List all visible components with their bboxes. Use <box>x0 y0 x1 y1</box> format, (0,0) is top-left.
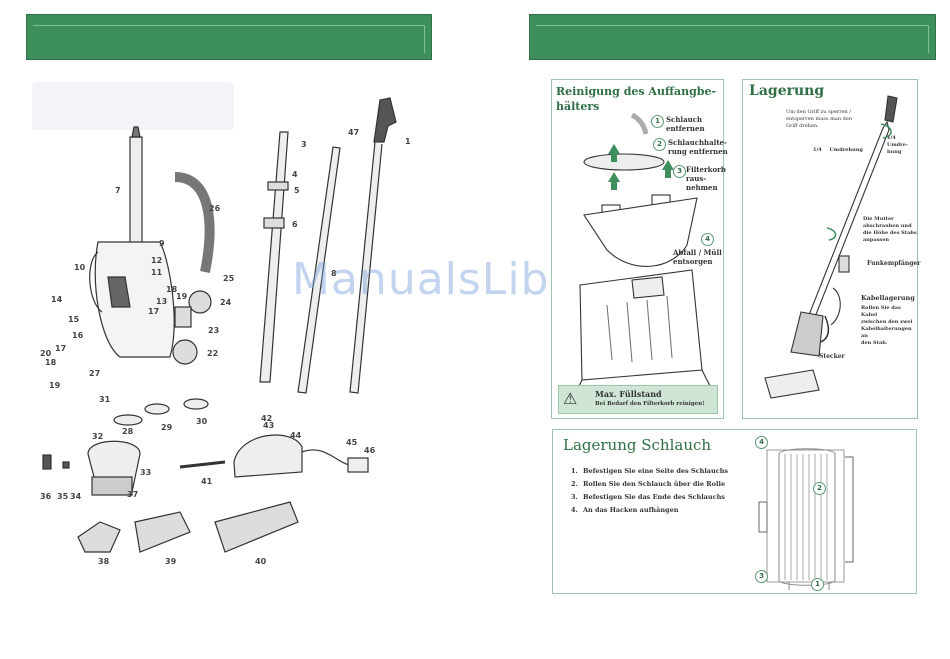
part-label-30: 30 <box>196 417 208 426</box>
part-label-40: 40 <box>255 557 267 566</box>
part-label-47: 47 <box>348 128 360 137</box>
part-label-12: 12 <box>151 256 163 265</box>
part-label-45: 45 <box>346 438 358 447</box>
hose-storage-title: Lagerung Schlauch <box>563 436 712 454</box>
grip-note: Um den Griff zu sperren / entsperren mus… <box>786 109 853 129</box>
quarter-turn-a-fraction: 1/4 <box>813 147 822 153</box>
part-label-37: 37 <box>127 490 139 499</box>
max-fill-warning: ⚠ Max. Füllstand Bei Bedarf den Filterko… <box>558 385 718 414</box>
warning-text: Bei Bedarf den Filterkorb reinigen! <box>595 401 705 407</box>
part-label-46: 46 <box>364 446 376 455</box>
hose-storage-panel: Lagerung Schlauch 1.Befestigen Sie eine … <box>552 429 917 594</box>
part-label-18-a: 18 <box>166 285 178 294</box>
part-label-20: 20 <box>40 349 52 358</box>
part-label-23: 23 <box>208 326 220 335</box>
part-label-29: 29 <box>161 423 173 432</box>
warning-title: Max. Füllstand <box>595 389 662 399</box>
part-label-6: 6 <box>292 220 298 229</box>
hose-steps-list: 1.Befestigen Sie eine Seite des Schlauch… <box>571 465 728 517</box>
cleaning-title: Reinigung des Auffangbe- hälters <box>556 85 717 113</box>
part-label-44: 44 <box>290 431 302 440</box>
hose-marker-3: 3 <box>755 570 768 583</box>
hose-step-2: 2.Rollen Sie den Schlauch über die Rolle <box>571 480 726 488</box>
hose-step-1: 1.Befestigen Sie eine Seite des Schlauch… <box>571 467 729 475</box>
blank-label-area <box>32 82 234 130</box>
part-label-27: 27 <box>89 369 101 378</box>
part-label-34: 34 <box>70 492 82 501</box>
part-label-3: 3 <box>301 140 307 149</box>
part-label-4: 4 <box>292 170 298 179</box>
part-label-41: 41 <box>201 477 213 486</box>
cleaning-panel: Reinigung des Auffangbe- hälters 1 Schla… <box>551 79 728 419</box>
storage-title: Lagerung <box>749 83 825 99</box>
part-label-43: 43 <box>263 421 275 430</box>
step-1-text: Schlauch entfernen <box>666 115 705 133</box>
step-4-marker: 4 <box>701 233 714 246</box>
part-label-8: 8 <box>331 269 337 278</box>
cable-storage-title: Kabellagerung <box>861 294 915 302</box>
plug-label: Stecker <box>819 353 845 360</box>
part-label-18-b: 18 <box>45 358 57 367</box>
part-label-32: 32 <box>92 432 104 441</box>
quarter-turn-a-text: Umdrehung <box>829 147 863 153</box>
part-label-17-b: 17 <box>55 344 67 353</box>
part-label-10: 10 <box>74 263 86 272</box>
left-header-bar <box>26 14 432 60</box>
part-label-39: 39 <box>165 557 177 566</box>
part-label-31: 31 <box>99 395 111 404</box>
part-label-11: 11 <box>151 268 163 277</box>
step-3-text: Filterkorb raus- nehmen <box>686 165 726 192</box>
part-label-26: 26 <box>209 204 221 213</box>
parts-diagram: 1 47 3 4 5 6 8 7 26 25 9 10 12 11 18 19 … <box>30 82 420 572</box>
hose-marker-2: 2 <box>813 482 826 495</box>
hose-marker-1: 1 <box>811 578 824 591</box>
part-label-19-a: 19 <box>176 292 188 301</box>
cable-storage-text: Rollen Sie das Kabel zwischen den zwei K… <box>861 305 913 346</box>
quarter-turn-b-fraction: 1/4 <box>887 135 896 141</box>
quarter-turn-b: 1/4 Umdre- hung <box>887 135 917 156</box>
step-2-marker: 2 <box>653 138 666 151</box>
part-label-38: 38 <box>98 557 110 566</box>
part-label-5: 5 <box>294 186 300 195</box>
step-2-text: Schlauchhalte- rung entfernen <box>668 138 728 156</box>
part-label-15: 15 <box>68 315 80 324</box>
hose-step-3: 3.Befestigen Sie das Ende des Schlauchs <box>571 493 725 501</box>
part-label-19-b: 19 <box>49 381 61 390</box>
part-label-16: 16 <box>72 331 84 340</box>
receiver-label: Funkempfänger <box>867 260 921 267</box>
hose-marker-4: 4 <box>755 436 768 449</box>
part-label-24: 24 <box>220 298 232 307</box>
cleaning-drawing <box>571 112 713 401</box>
part-label-1: 1 <box>405 137 411 146</box>
hose-step-4: 4.An das Hacken aufhängen <box>571 506 679 514</box>
part-label-7: 7 <box>115 186 121 195</box>
exploded-view-drawing <box>42 97 397 553</box>
step-4-text: Abfall / Müll entsorgen <box>673 248 722 266</box>
step-3-marker: 3 <box>673 165 686 178</box>
part-label-22: 22 <box>207 349 219 358</box>
quarter-turn-a: 1/4 Umdrehung <box>813 147 863 153</box>
part-label-25: 25 <box>223 274 235 283</box>
part-label-36: 36 <box>40 492 52 501</box>
part-label-42: 42 <box>261 414 273 423</box>
part-label-9: 9 <box>159 239 165 248</box>
part-label-14: 14 <box>51 295 63 304</box>
part-label-35: 35 <box>57 492 69 501</box>
warning-icon: ⚠ <box>563 389 578 408</box>
part-label-13: 13 <box>156 297 168 306</box>
part-label-17-a: 17 <box>148 307 160 316</box>
step-1-marker: 1 <box>651 115 664 128</box>
part-label-28: 28 <box>122 427 134 436</box>
quarter-turn-b-text: Umdre- hung <box>887 142 909 155</box>
storage-drawing <box>764 95 898 399</box>
storage-panel: Lagerung Um den Griff zu sperren / entsp… <box>742 79 921 419</box>
nut-note: Die Mutter abschrauben und die Höhe des … <box>863 216 917 243</box>
right-header-bar <box>529 14 936 60</box>
part-label-33: 33 <box>140 468 152 477</box>
hose-reel-drawing <box>758 448 854 590</box>
